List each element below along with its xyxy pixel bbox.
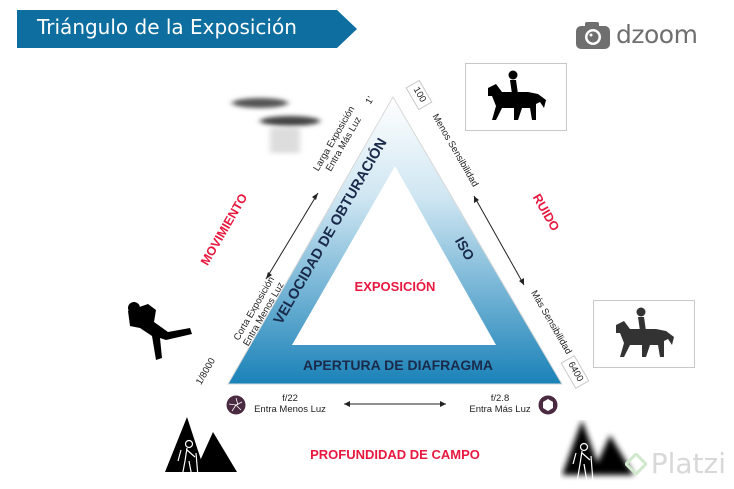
dzoom-logo: dzoom [576,20,698,49]
platzi-logo-icon [624,452,647,475]
frozen-jumper-icon [128,302,192,360]
closed-aperture-value: f/22 [282,393,298,404]
noisy-horse-rider-icon [616,307,674,357]
page-title: Triángulo de la Exposición [37,15,297,39]
closed-aperture-icon [226,395,246,415]
open-aperture-icon [538,395,558,415]
banner-arrow-shape [17,10,357,48]
noisy-horse-box [593,300,695,368]
open-aperture-label: Entra Más Luz [469,404,531,415]
exposure-center-label: EXPOSICIÓN [354,279,436,294]
closed-aperture-text: f/22 Entra Menos Luz [250,393,330,415]
open-aperture-value: f/2.8 [490,393,510,404]
blurred-hiker-mountains-icon [562,420,634,483]
sharp-hiker-mountains-icon [165,417,237,478]
platzi-watermark: Platzi [624,447,726,480]
clean-horse-rider-icon [488,70,546,120]
clean-horse-box [465,63,567,131]
logo-text: dzoom [616,20,698,49]
title-banner: Triángulo de la Exposición [17,10,357,48]
platzi-watermark-text: Platzi [650,447,726,480]
depth-of-field-effect-label: PROFUNDIDAD DE CAMPO [310,447,480,462]
blurred-bird-icon [232,98,320,153]
aperture-side-label: APERTURA DE DIAFRAGMA [302,357,494,373]
open-aperture-text: f/2.8 Entra Más Luz [460,393,540,415]
closed-aperture-label: Entra Menos Luz [254,404,326,415]
camera-icon [576,21,610,49]
